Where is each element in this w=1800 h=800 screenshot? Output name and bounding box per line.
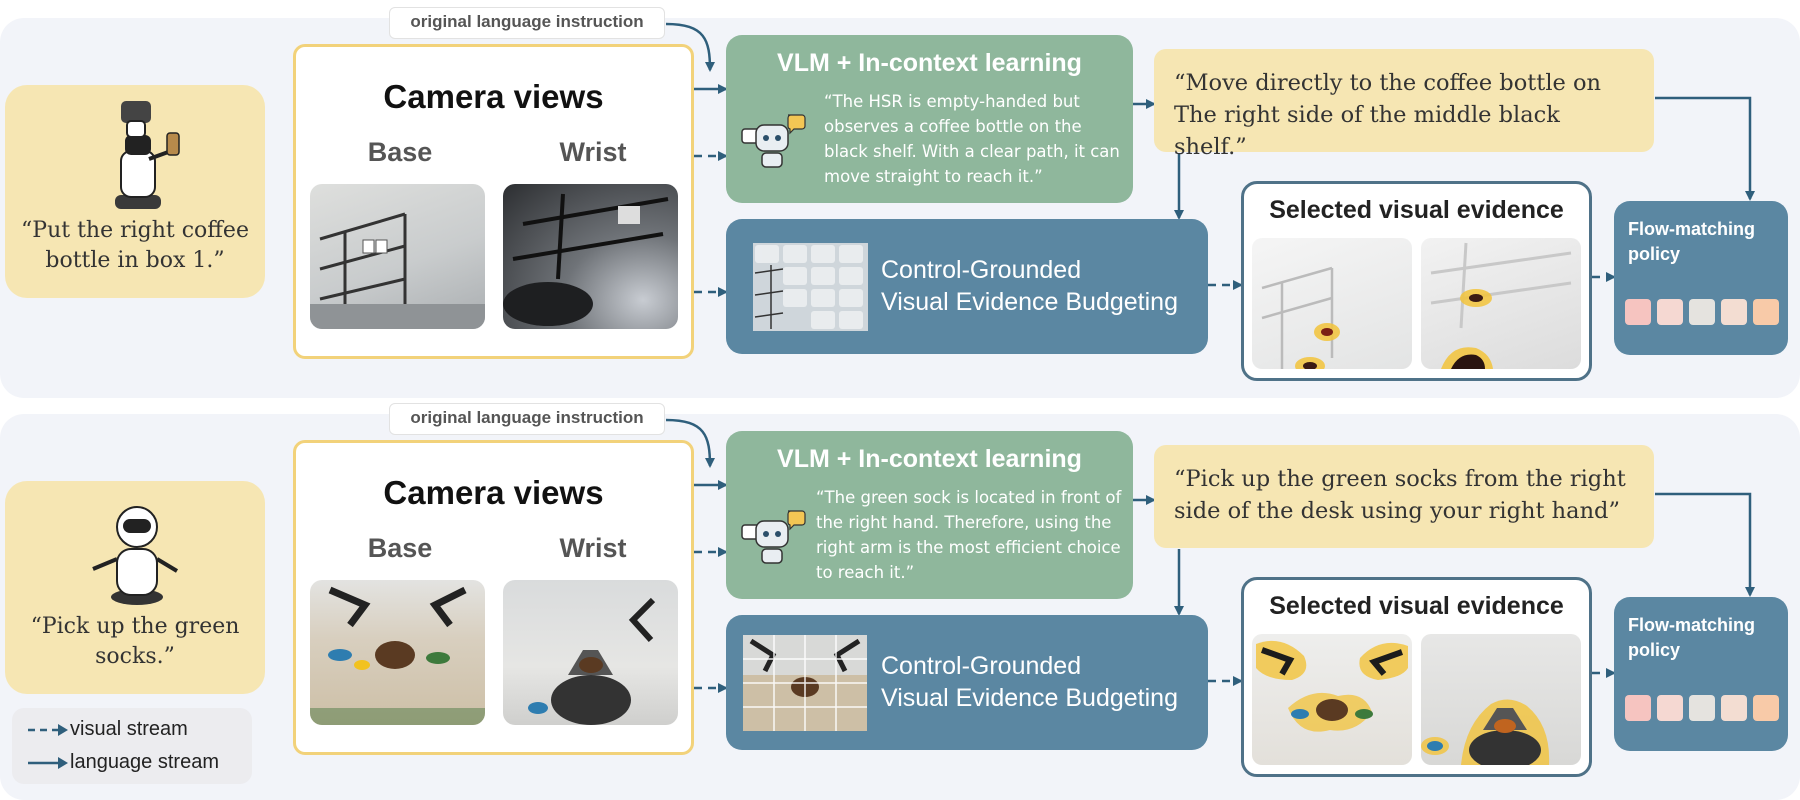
vlm-title: VLM + In-context learning [777,445,1082,473]
action-token [1753,299,1779,325]
evidence-wrist-image [1421,634,1581,765]
arrow-refined-to-policy-bottom [1655,492,1755,597]
patch-grid-image [743,635,867,731]
wrist-camera-label: Wrist [559,137,627,167]
vlm-title: VLM + In-context learning [777,49,1082,77]
base-camera-image [310,184,485,329]
chatbot-icon [741,114,806,168]
refined-instruction-card: “Pick up the green socks from the right … [1154,445,1654,548]
humanoid-robot-icon [92,506,179,605]
patch-grid-image [753,243,868,331]
arrow-original-instruction-top [665,22,715,72]
evidence-budgeting-module: Control-Grounded Visual Evidence Budgeti… [726,219,1208,354]
evidence-base-image [1252,634,1412,765]
base-camera-image [310,580,485,725]
evidence-base-image [1252,238,1412,369]
flow-matching-policy: Flow-matching policy [1614,201,1788,355]
base-camera-label: Base [367,533,433,563]
camera-views-title: Camera views [383,78,604,115]
wrist-camera-label: Wrist [559,533,627,563]
arrow-original-instruction-bottom [665,418,715,468]
chatbot-icon [741,510,806,564]
camera-views-title: Camera views [383,474,604,511]
wrist-camera-image [503,580,678,725]
legend-language-stream: language stream [70,751,219,773]
action-token [1721,695,1747,721]
task-instruction-text: “Pick up the green socks.” [30,614,240,669]
vlm-reasoning-card: VLM + In-context learning “The green soc… [726,431,1133,599]
original-instruction-tag: original language instruction [389,403,665,435]
vlm-reasoning-card: VLM + In-context learning “The HSR is em… [726,35,1133,203]
budget-line-1: Control-Grounded [881,652,1082,680]
evidence-budgeting-module: Control-Grounded Visual Evidence Budgeti… [726,615,1208,750]
dashed-arrow-icon [28,724,68,736]
camera-views-card: Camera views Base Wrist [293,440,694,755]
evidence-wrist-image [1421,238,1581,369]
policy-title: Flow-matching policy [1628,219,1755,264]
vlm-reasoning-text: “The green sock is located in front of t… [816,488,1122,582]
refined-instruction-card: “Move directly to the coffee bottle on T… [1154,49,1654,160]
action-token [1657,695,1683,721]
selected-evidence-card: Selected visual evidence [1241,577,1592,777]
action-token [1721,299,1747,325]
task-instruction-card: “Put the right coffee bottle in box 1.” [5,85,265,298]
budget-line-2: Visual Evidence Budgeting [881,684,1178,712]
legend-visual-stream: visual stream [70,718,188,740]
arrow-refined-to-policy-top [1655,96,1755,201]
camera-views-card: Camera views Base Wrist [293,44,694,359]
selected-evidence-title: Selected visual evidence [1269,196,1564,224]
budget-line-1: Control-Grounded [881,256,1082,284]
action-token [1625,695,1651,721]
hsr-robot-icon [115,101,180,209]
selected-evidence-card: Selected visual evidence [1241,181,1592,381]
action-token [1753,695,1779,721]
flow-matching-policy: Flow-matching policy [1614,597,1788,751]
base-camera-label: Base [367,137,433,167]
original-instruction-tag: original language instruction [389,7,665,39]
selected-evidence-title: Selected visual evidence [1269,592,1564,620]
stream-legend: visual stream language stream [12,708,252,784]
wrist-camera-image [503,184,678,329]
task-instruction-card: “Pick up the green socks.” [5,481,265,694]
task-instruction-text: “Put the right coffee bottle in box 1.” [21,218,249,273]
vlm-reasoning-text: “The HSR is empty-handed but observes a … [824,92,1120,186]
action-token [1689,695,1715,721]
action-token [1625,299,1651,325]
solid-arrow-icon [28,757,68,769]
action-token [1689,299,1715,325]
action-token [1657,299,1683,325]
policy-title: Flow-matching policy [1628,615,1755,660]
budget-line-2: Visual Evidence Budgeting [881,288,1178,316]
